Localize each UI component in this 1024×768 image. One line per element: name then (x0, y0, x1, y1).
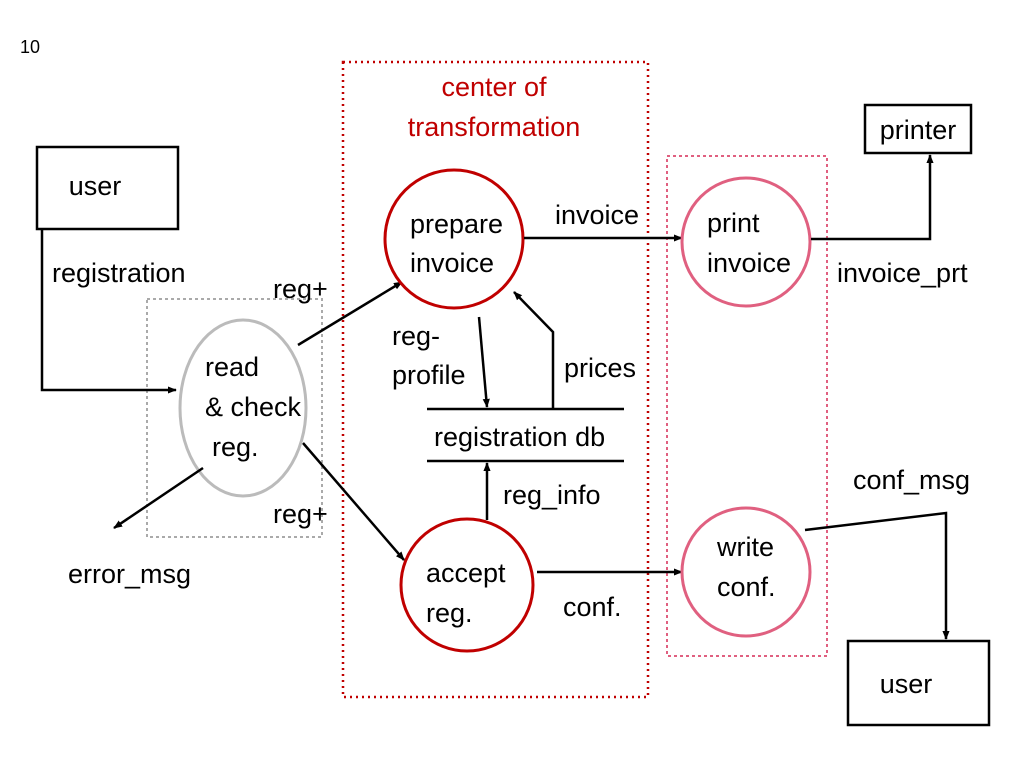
prepare-invoice-line1: prepare (410, 209, 503, 239)
reg-plus-bottom-label: reg+ (273, 499, 328, 529)
print-invoice-line2: invoice (707, 248, 791, 278)
conf-msg-label: conf_msg (853, 465, 970, 495)
user-top-box (35, 145, 180, 231)
reg-profile-label-line2: profile (392, 360, 466, 390)
error-msg-flow (113, 466, 204, 530)
read-check-line1: read (205, 352, 259, 382)
write-conf-line1: write (716, 532, 774, 562)
page-number: 10 (20, 37, 40, 57)
write-conf-process (680, 506, 812, 638)
center-label-line2: transformation (408, 112, 581, 142)
reg-plus-to-accept-flow (302, 442, 405, 561)
read-check-process (178, 318, 308, 498)
error-msg-label: error_msg (68, 559, 191, 589)
invoice-prt-label: invoice_prt (837, 258, 968, 288)
write-conf-line2: conf. (717, 572, 776, 602)
reg-info-label: reg_info (503, 480, 601, 510)
user-top-label: user (69, 171, 122, 201)
user-bottom-box (846, 639, 991, 727)
print-invoice-line1: print (707, 208, 760, 238)
conf-label: conf. (563, 592, 622, 622)
accept-reg-line2: reg. (426, 598, 473, 628)
datastore-label: registration db (434, 422, 605, 452)
read-check-line2: & check (205, 392, 302, 422)
efferent-boundary (666, 155, 828, 657)
prices-flow (513, 291, 555, 408)
invoice-flow-label: invoice (555, 200, 639, 230)
reg-plus-top-label: reg+ (273, 274, 328, 304)
user-bottom-label: user (880, 669, 933, 699)
registration-flow (40, 229, 177, 394)
prepare-invoice-line2: invoice (410, 248, 494, 278)
accept-reg-process (399, 517, 535, 653)
invoice-prt-flow (811, 154, 934, 241)
prepare-invoice-process (383, 168, 525, 310)
registration-flow-label: registration (52, 258, 186, 288)
reg-profile-flow (477, 316, 490, 408)
conf-msg-flow (804, 511, 950, 640)
read-check-line3: reg. (212, 432, 259, 462)
printer-label: printer (880, 115, 957, 145)
afferent-boundary (146, 298, 323, 538)
print-invoice-process (680, 176, 812, 308)
accept-reg-line1: accept (426, 558, 506, 588)
reg-plus-to-prepare-flow (297, 280, 403, 347)
prices-label: prices (564, 353, 636, 383)
center-of-transformation-boundary (341, 60, 650, 699)
center-label-line1: center of (441, 72, 547, 102)
printer-box (863, 103, 973, 155)
reg-profile-label-line1: reg- (392, 321, 440, 351)
